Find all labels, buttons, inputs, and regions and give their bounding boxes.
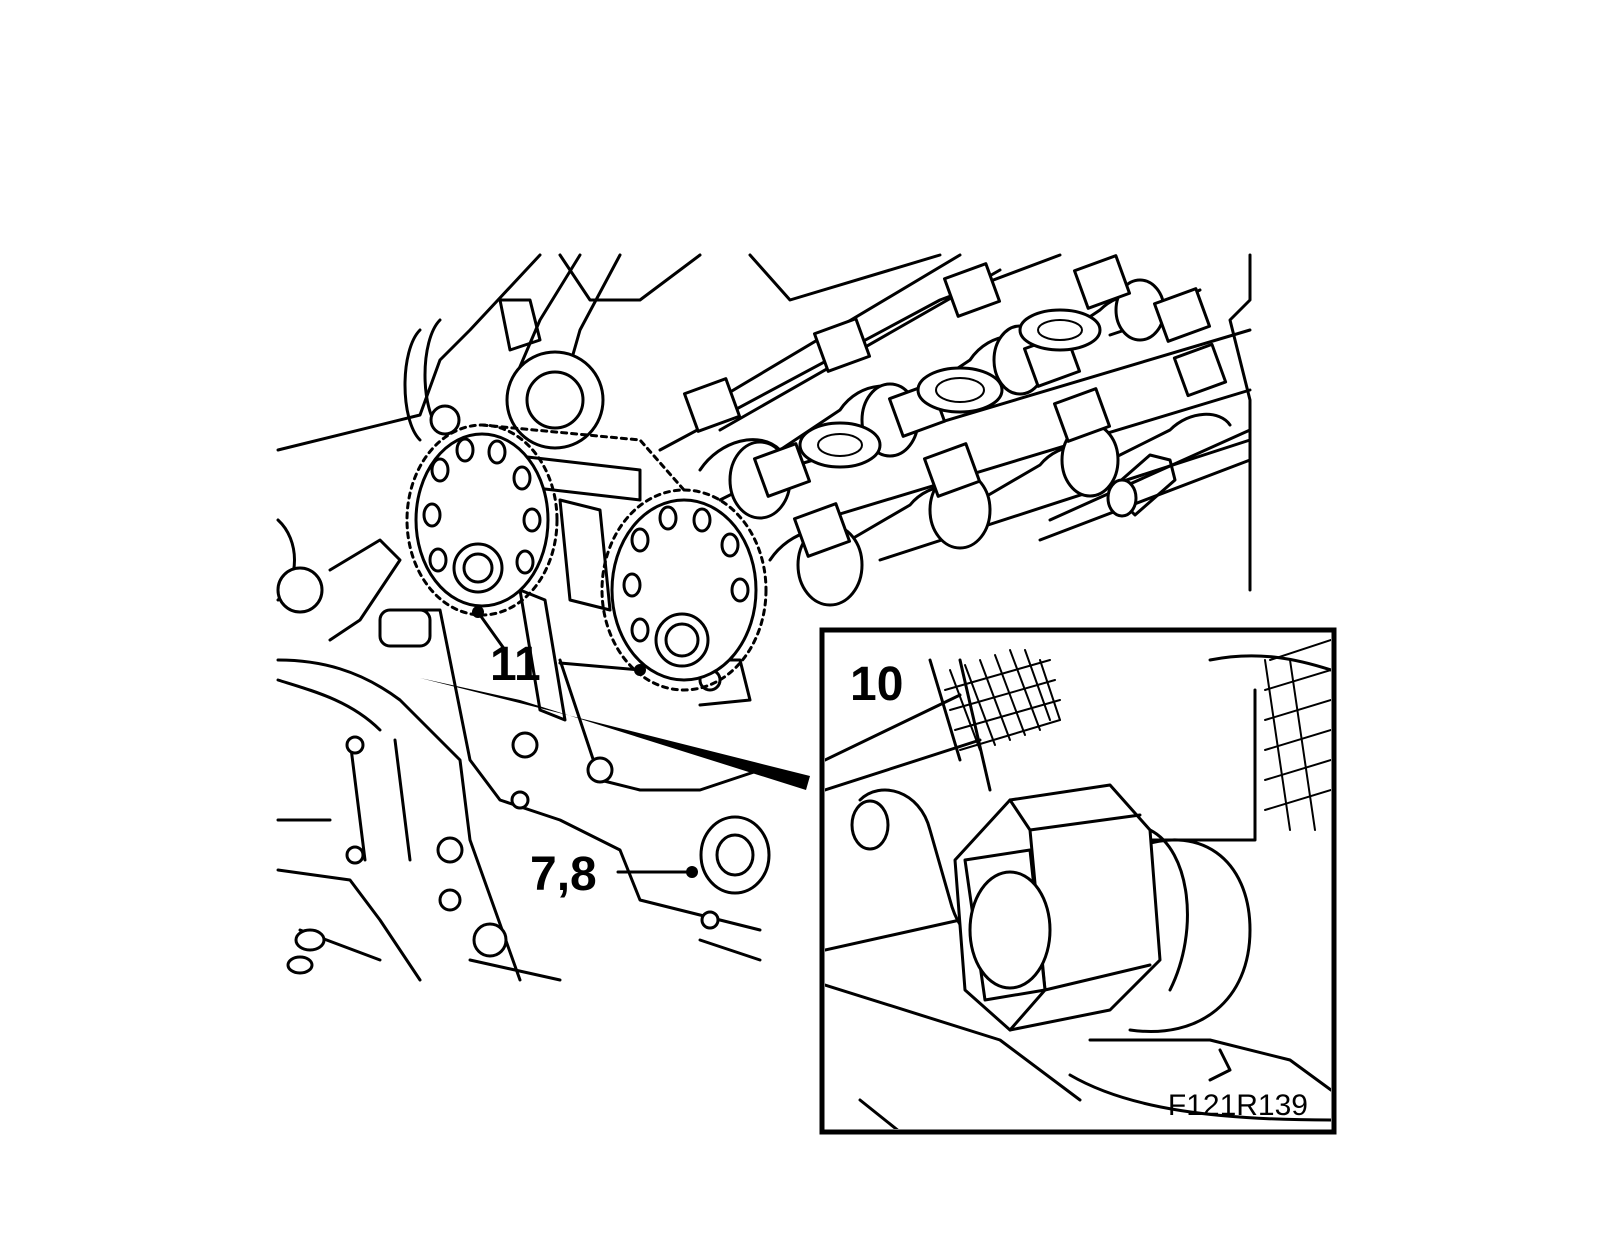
plug <box>699 815 771 895</box>
intake-cam-sprocket <box>600 488 768 692</box>
timing-chain <box>480 423 686 492</box>
inset-nut <box>953 783 1189 1032</box>
callout-11-label: 11 <box>490 638 541 691</box>
inset-hatching-right <box>1264 639 1331 831</box>
exhaust-cam-sprocket <box>405 423 559 617</box>
callout-11: 11 <box>472 606 646 691</box>
callout-10-label: 10 <box>850 658 903 711</box>
callout-7-8-label: 7,8 <box>530 848 597 901</box>
inset-hatching-left <box>944 649 1061 751</box>
spark-plug-wells <box>798 308 1102 469</box>
bearing-caps <box>682 254 1228 558</box>
detail-pointer <box>420 678 810 790</box>
detail-inset: 10 F121R139 <box>819 627 1337 1135</box>
figure-id: F121R139 <box>1168 1089 1308 1122</box>
callout-7-8: 7,8 <box>530 848 698 901</box>
engine-drawing <box>276 253 1252 982</box>
inset-drawing <box>825 639 1331 1129</box>
